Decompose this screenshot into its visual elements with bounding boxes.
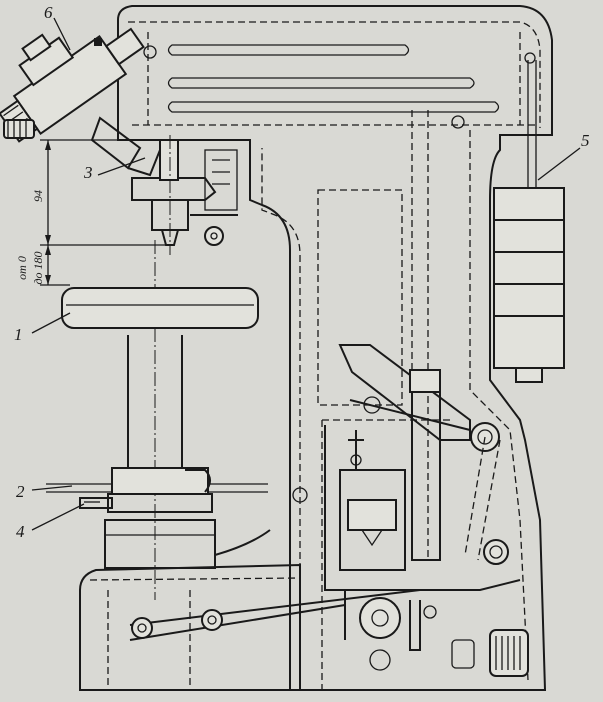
weight-stack xyxy=(493,60,565,383)
callout-6: 6 xyxy=(44,3,53,22)
measuring-microscope xyxy=(0,27,161,177)
dimension-lines xyxy=(40,139,175,286)
drive-unit xyxy=(423,605,529,677)
callout-4: 4 xyxy=(16,522,25,541)
dimension-lower-from: от 0 xyxy=(15,256,29,280)
machine-body xyxy=(117,5,553,691)
lever-mechanism xyxy=(292,110,521,690)
indenter-head xyxy=(131,135,238,255)
callout-1: 1 xyxy=(14,325,23,344)
callout-2: 2 xyxy=(16,482,25,501)
dimension-lower-to: до 180 xyxy=(31,251,45,284)
dimension-upper: 94 xyxy=(31,190,45,202)
callout-leaders xyxy=(31,17,581,531)
machine-base xyxy=(79,563,421,691)
callout-3: 3 xyxy=(83,163,93,182)
lifting-screw xyxy=(46,240,271,600)
callout-5: 5 xyxy=(581,131,590,150)
